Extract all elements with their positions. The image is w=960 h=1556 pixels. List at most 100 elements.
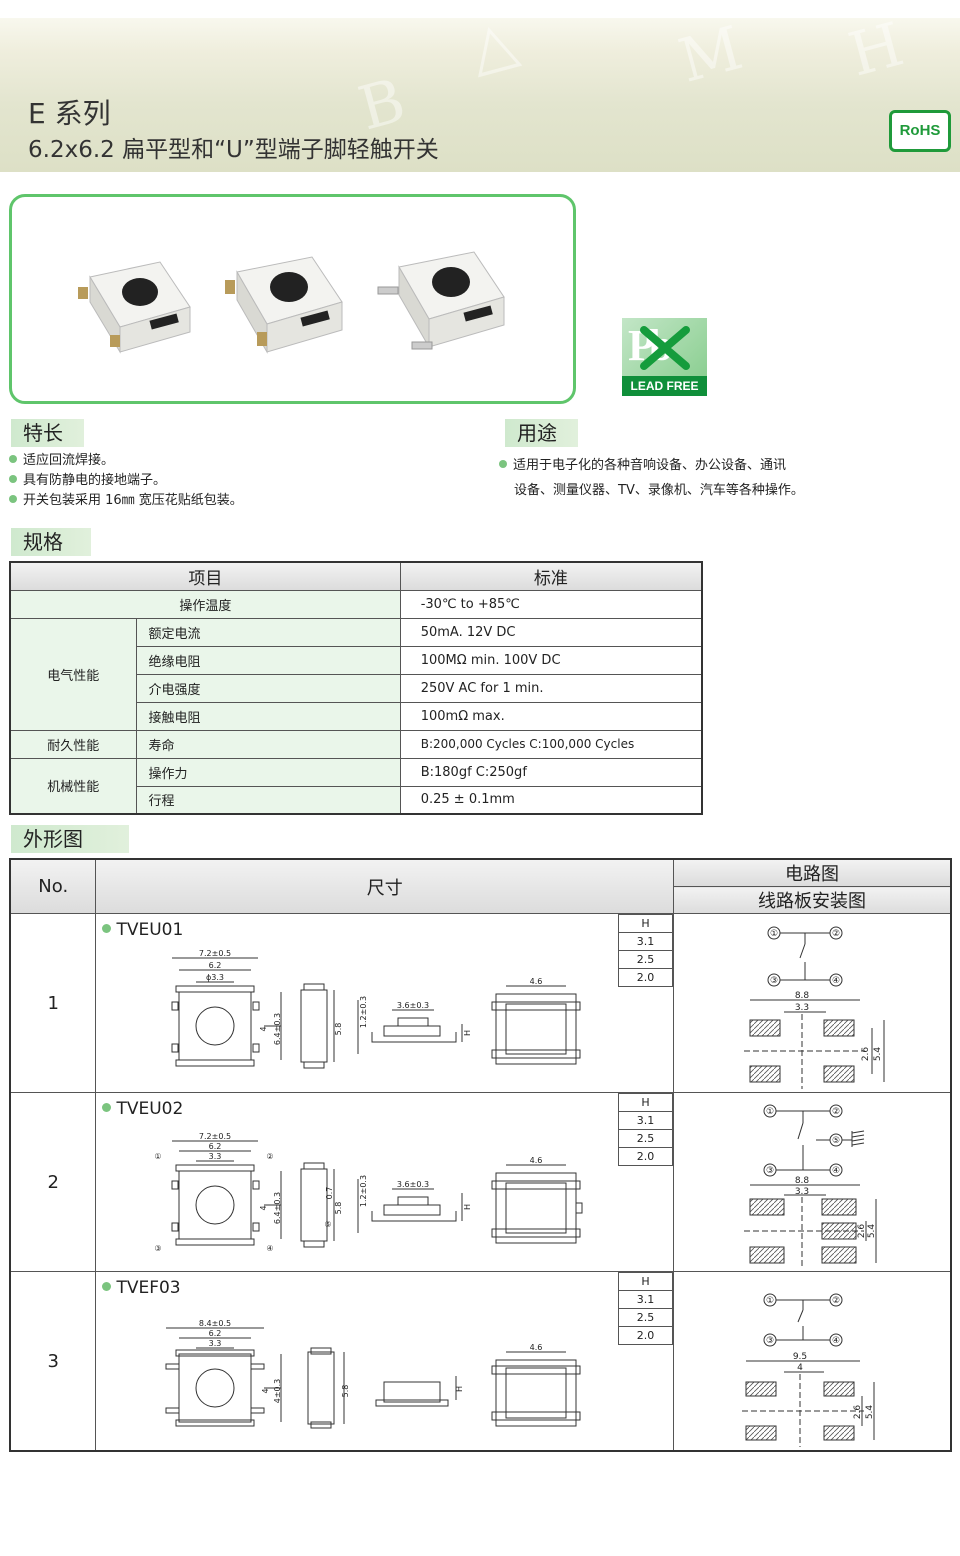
outline-heading: 外形图	[11, 825, 129, 853]
svg-text:4±0.3: 4±0.3	[273, 1379, 282, 1404]
svg-text:②: ②	[832, 929, 840, 939]
keyboard-watermark: M	[671, 13, 750, 97]
svg-text:④: ④	[832, 976, 840, 986]
svg-text:8.8: 8.8	[795, 1176, 810, 1186]
svg-text:5.4: 5.4	[867, 1224, 877, 1239]
svg-text:7.2±0.5: 7.2±0.5	[199, 949, 231, 958]
svg-text:2.6: 2.6	[861, 1047, 871, 1062]
svg-text:①: ①	[766, 1296, 774, 1306]
spec-table: 项目 标准 操作温度 -30℃ to +85℃ 电气性能 额定电流 50mA. …	[9, 561, 703, 815]
svg-text:3.3: 3.3	[209, 1339, 222, 1348]
rohs-badge: RoHS	[889, 110, 951, 152]
svg-text:⑤: ⑤	[832, 1136, 840, 1146]
svg-text:③: ③	[770, 976, 778, 986]
spec-heading: 规格	[11, 528, 91, 556]
switch-photo-1	[78, 261, 191, 354]
svg-text:4: 4	[259, 1026, 268, 1031]
svg-text:8.8: 8.8	[795, 991, 810, 1001]
svg-text:0.7: 0.7	[325, 1187, 334, 1200]
svg-text:6.4±0.3: 6.4±0.3	[273, 1013, 282, 1045]
svg-text:2.6: 2.6	[853, 1405, 863, 1420]
model-name: TVEF03	[102, 1278, 181, 1298]
svg-text:5.4: 5.4	[865, 1405, 875, 1420]
svg-text:H: H	[463, 1204, 472, 1210]
col-dimensions: 尺寸	[95, 858, 674, 914]
switch-photo-3	[377, 251, 505, 350]
table-row: 行程 0.25 ± 0.1mm	[10, 785, 703, 815]
outline-svg: 7.2±0.5 6.2 ϕ3.3 4 6.4±0.3 5.8 1.2±0.3 3…	[171, 949, 581, 1069]
table-row: 介电强度 250V AC for 1 min.	[10, 673, 703, 703]
svg-text:4.6: 4.6	[530, 1343, 543, 1352]
svg-text:3.3: 3.3	[795, 1187, 809, 1197]
svg-text:④: ④	[832, 1166, 840, 1176]
series-title: E 系列	[28, 97, 111, 130]
features-heading: 特长	[11, 419, 84, 447]
product-subtitle: 6.2x6.2 扁平型和“U”型端子脚轻触开关	[28, 137, 439, 163]
svg-text:4.6: 4.6	[530, 1156, 543, 1165]
svg-text:①: ①	[155, 1152, 162, 1161]
svg-text:5.8: 5.8	[334, 1202, 343, 1215]
lead-free-label: LEAD FREE	[622, 376, 707, 396]
svg-text:3.6±0.3: 3.6±0.3	[397, 1180, 429, 1189]
svg-text:3.3: 3.3	[795, 1003, 809, 1013]
svg-text:4: 4	[259, 1205, 268, 1210]
applications-text: 适用于电子化的各种音响设备、办公设备、通讯 设备、测量仪器、TV、录像机、汽车等…	[499, 453, 804, 503]
col-circuit: 电路图	[673, 858, 952, 887]
svg-text:1.2±0.3: 1.2±0.3	[359, 1175, 368, 1207]
svg-text:③: ③	[155, 1244, 162, 1253]
svg-text:③: ③	[766, 1166, 774, 1176]
outline-svg: 8.4±0.5 6.2 3.3 4 4±0.3 5.8 H 4.6	[165, 1319, 581, 1429]
svg-text:③: ③	[766, 1336, 774, 1346]
svg-text:3.6±0.3: 3.6±0.3	[397, 1001, 429, 1010]
svg-text:6.4±0.3: 6.4±0.3	[273, 1192, 282, 1224]
list-item: 开关包装采用 16㎜ 宽压花贴纸包装。	[9, 491, 243, 511]
lead-free-badge: Pb LEAD FREE	[622, 318, 707, 396]
svg-text:6.2: 6.2	[209, 1329, 222, 1338]
svg-text:②: ②	[832, 1296, 840, 1306]
switch-photo-2	[225, 256, 343, 354]
list-item: 设备、测量仪器、TV、录像机、汽车等各种操作。	[514, 483, 804, 498]
svg-text:3.3: 3.3	[209, 1152, 222, 1161]
svg-text:①: ①	[766, 1107, 774, 1117]
svg-text:②: ②	[267, 1152, 274, 1161]
svg-text:2.6: 2.6	[857, 1224, 867, 1239]
header-top-band	[0, 0, 960, 18]
svg-text:H: H	[455, 1386, 464, 1392]
pb-crossed-icon: Pb	[622, 318, 707, 376]
svg-text:②: ②	[832, 1107, 840, 1117]
svg-text:4.6: 4.6	[530, 977, 543, 986]
list-item: 适用于电子化的各种音响设备、办公设备、通讯	[499, 453, 804, 478]
list-item: 适应回流焊接。	[9, 451, 243, 471]
svg-text:4: 4	[797, 1363, 803, 1373]
circuit-svg: ① ② ⑤ ③ ④ 8.83.3 2.6 5.4	[744, 1104, 877, 1268]
col-pcb: 线路板安装图	[673, 886, 952, 914]
svg-text:H: H	[463, 1030, 472, 1036]
svg-text:6.2: 6.2	[209, 961, 222, 970]
table-row: 机械性能 操作力 B:180gf C:250gf	[9, 757, 703, 815]
svg-text:5.8: 5.8	[334, 1023, 343, 1036]
model-name: TVEU02	[102, 1099, 183, 1119]
table-row: 操作温度 -30℃ to +85℃	[9, 589, 703, 619]
page-header: △ M H B E 系列 6.2x6.2 扁平型和“U”型端子脚轻触开关 RoH…	[0, 0, 960, 172]
model-name: TVEU01	[102, 920, 183, 940]
svg-text:4: 4	[261, 1388, 270, 1393]
applications-heading: 用途	[505, 419, 578, 447]
svg-text:ϕ3.3: ϕ3.3	[206, 973, 224, 982]
svg-text:④: ④	[267, 1244, 274, 1253]
col-standard: 标准	[399, 561, 703, 591]
table-row: 绝缘电阻 100MΩ min. 100V DC	[10, 645, 703, 675]
product-photo-frame	[9, 194, 576, 404]
col-item: 项目	[9, 561, 401, 591]
list-item: 具有防静电的接地端子。	[9, 471, 243, 491]
svg-text:6.2: 6.2	[209, 1142, 222, 1151]
